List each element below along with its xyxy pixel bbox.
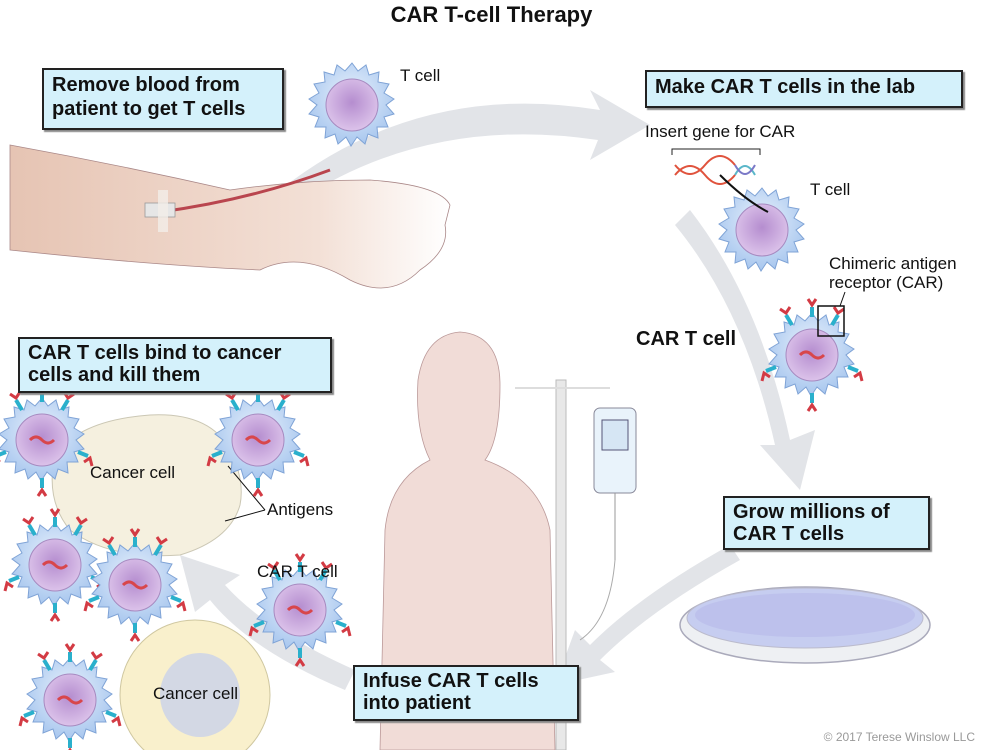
- arrow-to-infuse: [555, 545, 740, 685]
- step-text: patient to get T cells: [52, 98, 246, 120]
- patient-silhouette: [379, 331, 556, 750]
- step-remove-blood: Remove blood from patient to get T cells: [42, 68, 284, 130]
- label-t-cell-lab: T cell: [810, 180, 851, 199]
- label-t-cell-top: T cell: [400, 66, 441, 85]
- copyright: © 2017 Terese Winslow LLC: [823, 730, 975, 744]
- label-car-line1: Chimeric antigen: [829, 254, 957, 273]
- car-callout-box: [817, 305, 845, 337]
- step-text: Remove blood from: [52, 74, 240, 96]
- label-car-t-cell-lab: CAR T cell: [636, 328, 737, 350]
- label-cancer-cell-top: Cancer cell: [90, 463, 176, 482]
- car-t-cell: [20, 644, 120, 750]
- label-car: Chimeric antigen receptor (CAR): [829, 254, 957, 292]
- arm-illustration: [9, 144, 451, 289]
- step-grow: Grow millions of CAR T cells: [723, 496, 930, 550]
- step-infuse: Infuse CAR T cells into patient: [353, 665, 579, 721]
- t-cell-lab: [718, 187, 805, 272]
- iv-pole: [515, 379, 637, 750]
- step-text: Infuse CAR T cells: [363, 670, 539, 692]
- step-make-car-t: Make CAR T cells in the lab: [645, 70, 963, 108]
- step-text: cells and kill them: [28, 364, 201, 386]
- step-text: Grow millions of: [733, 501, 890, 523]
- diagram-title: CAR T-cell Therapy: [390, 2, 593, 27]
- arrow-to-grow: [675, 210, 815, 490]
- step-text: into patient: [363, 692, 471, 714]
- step-text: CAR T cells bind to cancer: [28, 342, 282, 364]
- label-insert-gene: Insert gene for CAR: [645, 122, 796, 141]
- arrow-to-lab: [280, 90, 650, 200]
- label-antigens: Antigens: [267, 500, 334, 519]
- step-text: Make CAR T cells in the lab: [655, 76, 916, 98]
- dna-strand: [671, 148, 769, 213]
- step-text: CAR T cells: [733, 523, 845, 545]
- petri-dish: [679, 586, 931, 664]
- step-bind-kill: CAR T cells bind to cancer cells and kil…: [18, 337, 332, 393]
- label-car-line2: receptor (CAR): [829, 273, 944, 292]
- label-car-t-cell-bottom: CAR T cell: [257, 562, 338, 581]
- cancer-nucleus: [160, 653, 240, 737]
- label-cancer-cell-bottom: Cancer cell: [153, 684, 239, 703]
